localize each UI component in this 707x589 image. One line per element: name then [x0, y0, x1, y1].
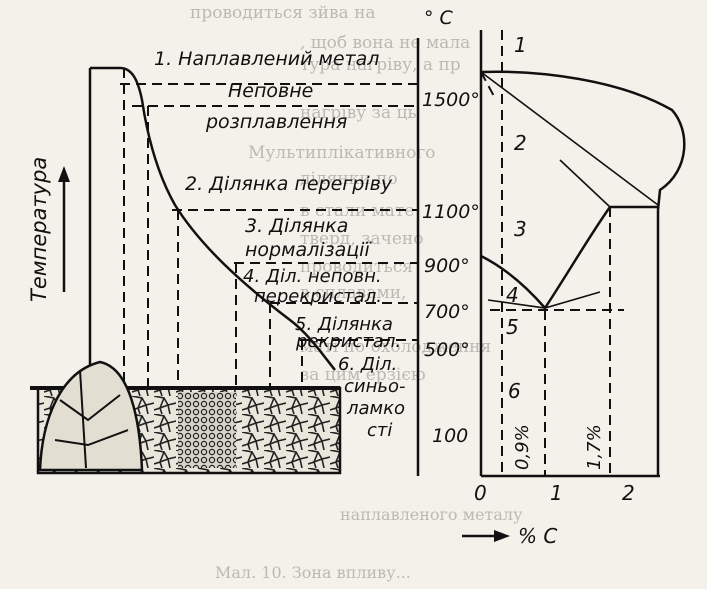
iron-carbon-diagram-panel: ° С 1500° 1100° 900° 700° 500° 100 1 2 3… [416, 7, 686, 548]
weld-cross-section [30, 360, 342, 475]
solidus-line [480, 71, 659, 206]
solidus-branch-line [559, 159, 611, 208]
temperature-axis-label: Температура [27, 157, 51, 302]
bg-text-line: , щоб вона не мала [300, 33, 470, 53]
eutectoid-line [487, 291, 601, 309]
bg-text-line: ділянки по [300, 169, 398, 189]
zone-label-blue-brittleness: 6. Діл. [338, 354, 397, 375]
temperature-profile-panel: Температура 1. Наплавлений метал Неповне… [27, 48, 418, 441]
bg-text-line: маті по охолодження [300, 337, 491, 357]
arrow-head-icon [58, 166, 70, 182]
zone-label-blue-brittleness: ламко [346, 398, 405, 419]
temperature-tick-label: 700° [424, 301, 470, 323]
zone-label-incomplete-melt: Неповне [228, 80, 313, 102]
weld-bead [38, 360, 144, 472]
zone-label-incomplete-recryst: перекристал. [254, 286, 382, 307]
fine-grain-region [178, 392, 236, 468]
zone-label-normalization: нормалізації [245, 239, 372, 261]
bg-text-line: тверд, зачено [300, 229, 423, 249]
liquidus-curve [480, 70, 686, 211]
zone-label-incomplete-recryst: 4. Діл. неповн. [243, 266, 382, 287]
carbon-tick-label: 0 [474, 481, 487, 505]
temperature-tick-label: 100 [432, 425, 468, 447]
bg-text-line: в сплавами, [300, 283, 406, 303]
bg-text-line: за цим ерзією [300, 365, 426, 385]
bg-text-line: проводиться зйва на [190, 3, 376, 23]
zone-number: 2 [514, 131, 527, 155]
zone-number: 6 [508, 379, 521, 403]
zone-label-blue-brittleness: синьо- [344, 376, 405, 397]
temperature-tick-label: 500° [424, 339, 470, 361]
bg-text-line: Мультиплікативного [248, 143, 436, 163]
temperature-tick-label: 900° [424, 255, 470, 277]
zone-number: 3 [514, 217, 527, 241]
zone-number: 5 [506, 315, 519, 339]
zone-label-overheat: 2. Ділянка перегріву [185, 173, 393, 195]
zone-label-recryst: рекристал. [295, 331, 401, 352]
weld-bead-dendrites [54, 369, 129, 469]
temperature-tick-label: 1500° [422, 89, 480, 111]
bg-text-line: тура нагріву, а пр [300, 55, 461, 75]
bg-text-line: Мал. 10. Зона впливу... [215, 563, 411, 582]
zone-number: 4 [506, 283, 519, 307]
carbon-tick-label: 1 [550, 481, 563, 505]
composition-label-1.7: 1,7% [584, 424, 605, 470]
zone-label-normalization: 3. Ділянка [245, 215, 348, 237]
gamma-region-boundary [480, 206, 612, 311]
temperature-curve [90, 66, 336, 371]
zone-number: 1 [514, 33, 527, 57]
carbon-axis-label: % С [518, 524, 557, 548]
bg-text-line: наплавленого металу [340, 505, 523, 524]
temperature-tick-label: 1100° [422, 201, 480, 223]
zone-label-recryst: 5. Ділянка [295, 314, 393, 335]
peritectic-line [480, 71, 497, 101]
degree-unit-label: ° С [424, 7, 454, 29]
zone-label-blue-brittleness: сті [367, 420, 392, 441]
zone-markers: 1 2 3 4 5 6 [506, 33, 527, 403]
arrow-right-icon [494, 530, 510, 542]
zone-label-incomplete-melt: розплавлення [205, 111, 347, 133]
zone-label-weld-metal: 1. Наплавлений метал [154, 48, 379, 70]
carbon-tick-label: 2 [622, 481, 635, 505]
bg-text-line: нагріву за ць [300, 103, 417, 123]
composition-label-0.9: 0,9% [512, 424, 533, 470]
